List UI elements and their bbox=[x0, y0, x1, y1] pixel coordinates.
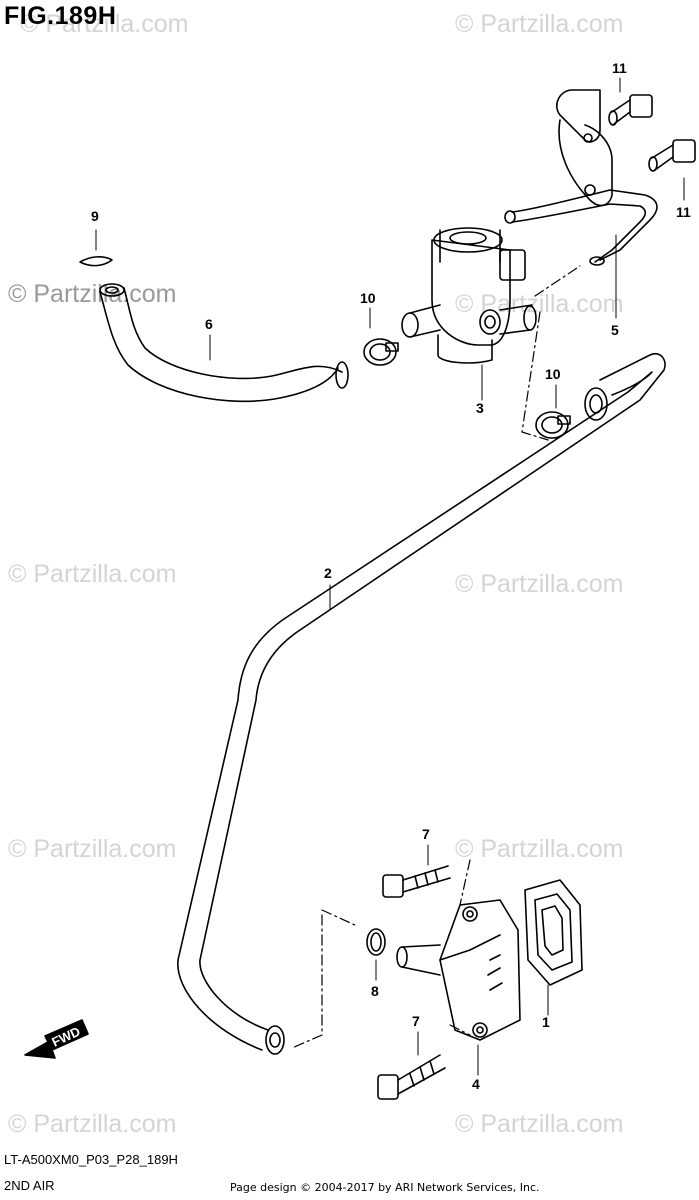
watermark: © Partzilla.com bbox=[455, 1110, 624, 1138]
callout-10-left: 10 bbox=[360, 290, 376, 306]
pipe-5 bbox=[504, 89, 658, 266]
bolt-7-lower bbox=[377, 1054, 446, 1100]
callout-5: 5 bbox=[611, 322, 619, 338]
fwd-arrow: FWD bbox=[24, 1019, 89, 1059]
hose-6 bbox=[99, 283, 349, 403]
figure-code: LT-A500XM0_P03_P28_189H bbox=[4, 1152, 178, 1167]
callout-11-upper: 11 bbox=[612, 60, 627, 76]
callout-11-lower: 11 bbox=[676, 204, 691, 220]
watermark: © Partzilla.com bbox=[8, 560, 177, 588]
watermark: © Partzilla.com bbox=[8, 280, 177, 308]
clamp-10-right bbox=[535, 411, 571, 439]
callout-3: 3 bbox=[476, 400, 484, 416]
bolt-11-lower bbox=[648, 139, 696, 172]
callout-8: 8 bbox=[371, 983, 379, 999]
hose-2 bbox=[177, 352, 666, 1055]
callout-9: 9 bbox=[91, 208, 99, 224]
o-ring-8 bbox=[366, 928, 386, 956]
callout-7-lower: 7 bbox=[412, 1013, 420, 1029]
leader-lines bbox=[291, 265, 581, 1049]
valve-3 bbox=[401, 227, 537, 364]
watermark: © Partzilla.com bbox=[20, 10, 189, 38]
cover-4 bbox=[396, 899, 521, 1041]
watermark: © Partzilla.com bbox=[455, 835, 624, 863]
watermark: © Partzilla.com bbox=[455, 570, 624, 598]
clip-9 bbox=[79, 256, 113, 267]
watermark: © Partzilla.com bbox=[8, 835, 177, 863]
fwd-label: FWD bbox=[49, 1024, 82, 1050]
watermark: © Partzilla.com bbox=[455, 10, 624, 38]
reed-valve-1 bbox=[524, 879, 583, 986]
bolt-7-upper bbox=[382, 865, 451, 898]
clamp-10-left bbox=[363, 338, 399, 366]
bolt-11-upper bbox=[608, 94, 653, 126]
callout-4: 4 bbox=[472, 1076, 480, 1092]
watermark: © Partzilla.com bbox=[8, 1110, 177, 1138]
figure-title: FIG.189H bbox=[4, 2, 117, 30]
callout-7-upper: 7 bbox=[422, 826, 430, 842]
copyright-credit: Page design © 2004-2017 by ARI Network S… bbox=[230, 1181, 540, 1194]
figure-subtitle: 2ND AIR bbox=[4, 1178, 55, 1193]
callout-6: 6 bbox=[205, 316, 213, 332]
callout-2: 2 bbox=[324, 565, 332, 581]
callout-1: 1 bbox=[542, 1014, 550, 1030]
callout-leaders bbox=[95, 77, 685, 1076]
callout-10-right: 10 bbox=[545, 366, 561, 382]
